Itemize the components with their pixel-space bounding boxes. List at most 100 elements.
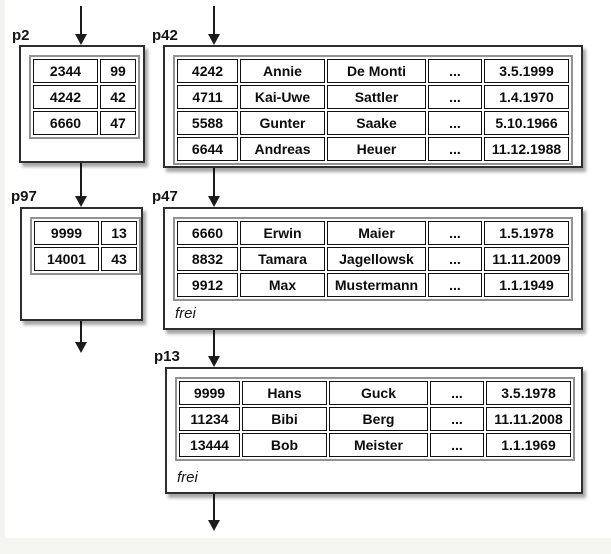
table-cell: 6644 xyxy=(177,137,238,161)
table-cell: Hans xyxy=(242,381,327,405)
table-cell: Meister xyxy=(329,433,428,457)
table-cell: Tamara xyxy=(240,247,325,271)
table-cell: 13444 xyxy=(179,433,240,457)
table-cell: De Monti xyxy=(327,59,426,83)
table-cell: ... xyxy=(428,59,482,83)
table-cell: 1.1.1949 xyxy=(484,273,569,297)
table-cell: 11.11.2009 xyxy=(484,247,569,271)
table-cell: 11.12.1988 xyxy=(484,137,569,161)
table-cell: ... xyxy=(430,433,484,457)
free-space-label: frei xyxy=(177,469,198,486)
table-cell: 9999 xyxy=(179,381,240,405)
table-cell: 14001 xyxy=(34,247,99,271)
table-cell: Berg xyxy=(329,407,428,431)
table-cell: 43 xyxy=(101,247,137,271)
arrow-p13-out-icon xyxy=(208,493,220,531)
table-cell: Annie xyxy=(240,59,325,83)
page-label-p2: p2 xyxy=(12,27,30,44)
table-cell: 13 xyxy=(101,221,137,245)
table-cell: Sattler xyxy=(327,85,426,109)
arrow-into-p2-icon xyxy=(75,6,87,45)
table-cell: 5.10.1966 xyxy=(484,111,569,135)
table-cell: Max xyxy=(240,273,325,297)
arrow-into-p42-icon xyxy=(208,6,220,45)
table-cell: Erwin xyxy=(240,221,325,245)
arrow-p2-to-p97-icon xyxy=(75,163,87,207)
table-cell: 11.11.2008 xyxy=(486,407,571,431)
table-cell: Mustermann xyxy=(327,273,426,297)
table-cell: 6660 xyxy=(177,221,238,245)
table-cell: 2344 xyxy=(33,59,98,83)
table-cell: 1.1.1969 xyxy=(486,433,571,457)
table-cell: ... xyxy=(428,111,482,135)
table-cell: 11234 xyxy=(179,407,240,431)
table-cell: ... xyxy=(430,381,484,405)
table-cell: ... xyxy=(430,407,484,431)
table-cell: 47 xyxy=(100,111,136,135)
table-cell: 5588 xyxy=(177,111,238,135)
table-cell: ... xyxy=(428,273,482,297)
table-cell: 99 xyxy=(100,59,136,83)
table-cell: ... xyxy=(428,247,482,271)
table-cell: Gunter xyxy=(240,111,325,135)
table-cell: 4242 xyxy=(177,59,238,83)
table-cell: Bob xyxy=(242,433,327,457)
table-cell: 1.5.1978 xyxy=(484,221,569,245)
table-cell: Jagellowsk xyxy=(327,247,426,271)
table-cell: 4242 xyxy=(33,85,98,109)
left-margin-strip xyxy=(0,0,5,554)
arrow-p42-to-p47-icon xyxy=(208,168,220,207)
table-cell: Kai-Uwe xyxy=(240,85,325,109)
table-cell: 4711 xyxy=(177,85,238,109)
table-cell: ... xyxy=(428,221,482,245)
table-cell: Heuer xyxy=(327,137,426,161)
page-label-p13: p13 xyxy=(154,348,180,365)
arrow-p97-out-icon xyxy=(75,321,87,353)
page-label-p42: p42 xyxy=(152,27,178,44)
table-cell: Guck xyxy=(329,381,428,405)
table-cell: 9999 xyxy=(34,221,99,245)
free-space-label: frei xyxy=(175,305,196,322)
table-cell: 3.5.1999 xyxy=(484,59,569,83)
table-cell: Maier xyxy=(327,221,426,245)
page-label-p47: p47 xyxy=(152,188,178,205)
table-cell: 42 xyxy=(100,85,136,109)
table-cell: 6660 xyxy=(33,111,98,135)
table-cell: Andreas xyxy=(240,137,325,161)
table-cell: Bibi xyxy=(242,407,327,431)
table-cell: ... xyxy=(428,137,482,161)
table-cell: 1.4.1970 xyxy=(484,85,569,109)
table-cell: ... xyxy=(428,85,482,109)
table-cell: 9912 xyxy=(177,273,238,297)
arrow-p47-to-p13-icon xyxy=(208,330,220,367)
bottom-margin-strip xyxy=(0,538,611,554)
table-cell: 8832 xyxy=(177,247,238,271)
page-label-p97: p97 xyxy=(11,188,37,205)
table-cell: 3.5.1978 xyxy=(486,381,571,405)
table-cell: Saake xyxy=(327,111,426,135)
